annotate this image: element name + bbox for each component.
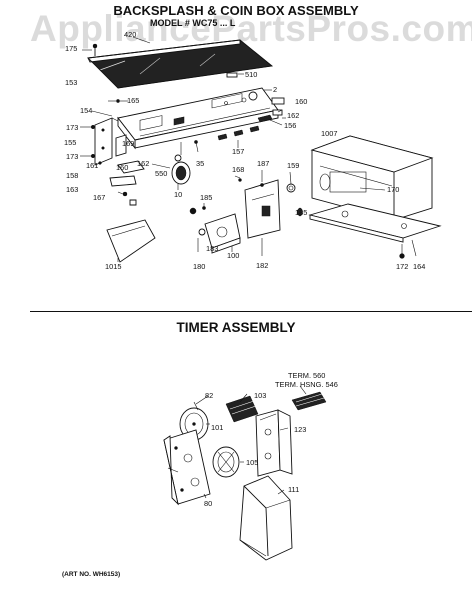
part-label: 167 — [93, 193, 106, 202]
part-label: 550 — [155, 169, 168, 178]
part-label: 168 — [232, 165, 245, 174]
part-label: 187 — [257, 159, 270, 168]
part-label: 155 — [64, 138, 77, 147]
part-label: 105 — [246, 458, 259, 467]
section-title-backsplash: BACKSPLASH & COIN BOX ASSEMBLY — [113, 3, 359, 18]
part-label: 173 — [66, 152, 79, 161]
part-160-bracket — [271, 97, 285, 105]
coin-box-housing-1007 — [310, 135, 434, 221]
clip-167 — [129, 199, 137, 206]
part-label: TERM. HSNG. 546 — [275, 380, 338, 389]
part-label: 160 — [295, 97, 308, 106]
part-label: 1007 — [321, 129, 338, 138]
part-label: 111 — [288, 485, 300, 494]
bracket-182 — [238, 178, 281, 239]
part-label: 103 — [254, 391, 267, 400]
part-label: 1015 — [105, 262, 122, 271]
part-label: 165 — [127, 96, 140, 105]
part-label: 100 — [227, 251, 240, 260]
part-label: 153 — [65, 78, 78, 87]
part-label: 157 — [232, 147, 245, 156]
part-label: 164 — [413, 262, 426, 271]
bracket-169 — [115, 134, 127, 157]
part-label: 161 — [86, 161, 99, 170]
part-label: 169 — [122, 139, 135, 148]
part-label: 162 — [137, 159, 150, 168]
part-156 — [257, 114, 273, 123]
part-label: 80 — [204, 499, 213, 508]
part-label: 154 — [80, 106, 93, 115]
watermark: AppliancePartsPros.com — [30, 8, 472, 49]
backsplash-control-panel — [117, 87, 279, 150]
part-label: TERM. 560 — [288, 371, 326, 380]
art-number: (ART NO. WH6153) — [62, 571, 121, 578]
bracket-160 — [117, 160, 145, 174]
part-label: 163 — [66, 185, 79, 194]
part-label: 156 — [284, 121, 297, 130]
part-label: 101 — [211, 423, 224, 432]
part-label: 182 — [256, 261, 269, 270]
part-label: 175 — [65, 44, 78, 53]
backsplash-glass-panel — [87, 39, 274, 89]
part-label: 123 — [294, 425, 307, 434]
model-subtitle: MODEL # WC75 ... L — [150, 18, 236, 28]
coin-mechanism-100 — [189, 203, 241, 254]
leader-lines — [91, 36, 417, 262]
part-label: 510 — [245, 70, 258, 79]
section-divider — [30, 311, 472, 312]
part-157-buttons — [217, 125, 260, 141]
part-label: 2 — [273, 85, 278, 94]
terminal-housing-546 — [291, 391, 327, 411]
part-label: 170 — [387, 185, 400, 194]
part-label: 185 — [200, 193, 213, 202]
part-label: 183 — [206, 244, 219, 253]
screws-misc — [80, 99, 120, 165]
screw-175 — [82, 43, 98, 56]
part-label: 172 — [396, 262, 409, 271]
plate-158 — [109, 175, 137, 187]
clip-163 — [122, 191, 128, 197]
part-label: 420 — [124, 30, 137, 39]
part-label: 35 — [196, 159, 205, 168]
end-cap-155 — [94, 117, 119, 166]
timer-cover-111 — [239, 475, 293, 561]
timer-leader-lines — [195, 385, 307, 499]
part-label: 180 — [193, 262, 206, 271]
escapement-105 — [212, 446, 240, 478]
part-label: 159 — [287, 161, 300, 170]
part-510-clip — [226, 72, 238, 78]
part-label: 160 — [116, 163, 129, 172]
part-label: 173 — [66, 123, 79, 132]
part-162-clip — [272, 109, 283, 116]
mounting-bracket-123 — [255, 409, 293, 477]
part-label: 10 — [174, 190, 183, 199]
part-label: 82 — [205, 391, 214, 400]
screw-172 — [399, 244, 405, 259]
timer-plate-80 — [163, 429, 211, 506]
part-label: 162 — [287, 111, 300, 120]
section-title-timer: TIMER ASSEMBLY — [176, 320, 296, 335]
timer-knob — [171, 140, 199, 185]
part-label: 158 — [66, 171, 79, 180]
coin-panel-1015 — [106, 219, 156, 263]
base-plate-164 — [308, 203, 442, 243]
cam-103 — [225, 395, 259, 423]
part-label: 185 — [295, 208, 308, 217]
